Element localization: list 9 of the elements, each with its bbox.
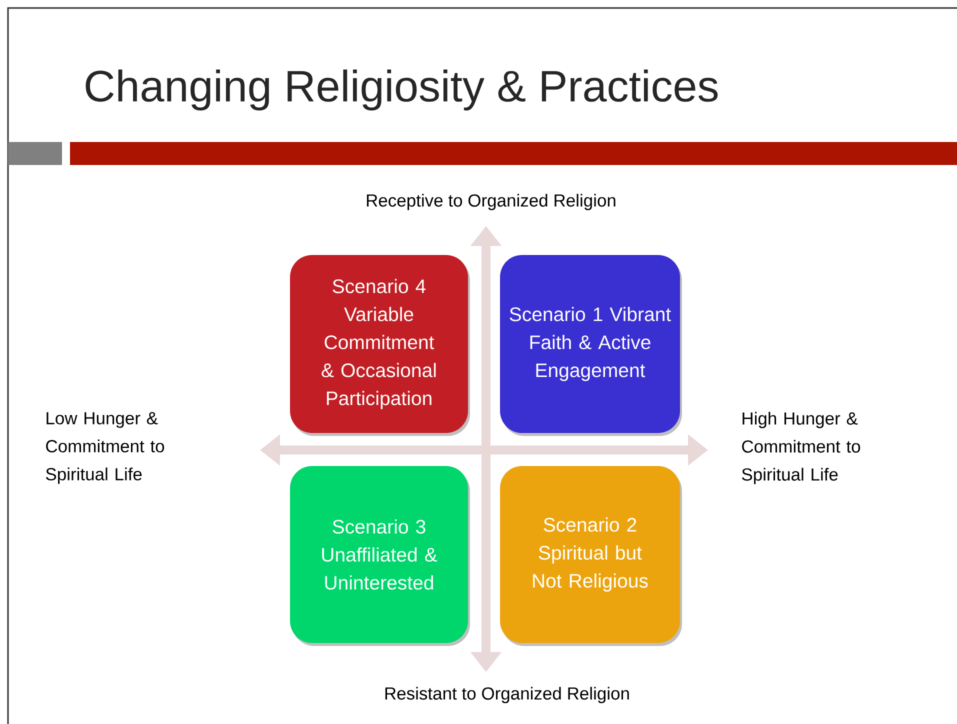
axis-label: Low Hunger & Commitment to Spiritual Life <box>46 412 164 484</box>
axis-label: Receptive to Organized Religion <box>366 194 616 210</box>
scenario-box: Scenario 4 Variable Commitment & Occasional Participation <box>290 255 470 436</box>
scenario-box: Scenario 2 Spiritual but Not Religious <box>500 466 682 646</box>
slide-title: Changing Religiosity & Practices <box>86 70 718 110</box>
scenario-box: Scenario 3 Unaffiliated & Uninterested <box>290 466 470 646</box>
axis-label: High Hunger & Commitment to Spiritual Life <box>742 412 860 484</box>
scenario-box: Scenario 1 Vibrant Faith & Active Engagement <box>500 255 682 436</box>
axis-label: Resistant to Organized Religion <box>385 686 629 704</box>
